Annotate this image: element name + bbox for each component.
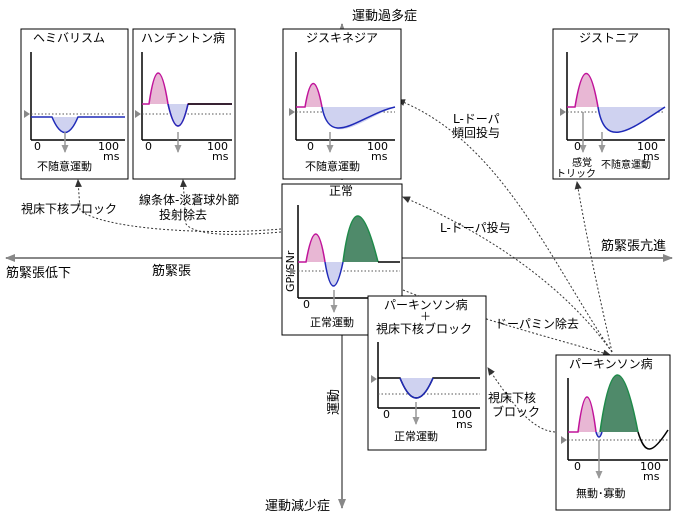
panel-title-3: 視床下核ブロック bbox=[376, 321, 472, 336]
panel-title: ハンチントン病 bbox=[141, 30, 225, 45]
movement-label: 正常運動 bbox=[310, 315, 354, 329]
panel-title-1: パーキンソン病 bbox=[384, 297, 468, 312]
inhibition-fill bbox=[322, 107, 395, 130]
label-dopamine: ドーパミン除去 bbox=[495, 316, 579, 331]
movement-label: 不随意運動 bbox=[305, 159, 360, 173]
tick-0: 0 bbox=[34, 140, 41, 153]
movement-label: 無動･寡動 bbox=[576, 486, 626, 500]
panel-dystonia: ジストニア 0 100 ms 感覚 トリック 不随意運動 bbox=[552, 28, 670, 180]
sensory-label: 感覚 bbox=[572, 156, 592, 169]
unit: ms bbox=[643, 470, 660, 483]
arrow-ldopa-dystonia bbox=[574, 181, 613, 353]
panel-title: 正常 bbox=[329, 184, 353, 198]
arrow-stn-block bbox=[74, 179, 282, 232]
arrow-ldopa bbox=[402, 196, 613, 353]
axis-label-right: 筋緊張亢進 bbox=[601, 238, 666, 254]
tick-0: 0 bbox=[574, 460, 581, 473]
excitation-fill-late bbox=[343, 216, 378, 262]
dotted-arrows bbox=[74, 99, 613, 433]
label-stn-block: 視床下核ブロック bbox=[21, 201, 117, 216]
label-ldopa: L-ドーパ投与 bbox=[440, 220, 511, 235]
tick-100: 100 bbox=[451, 408, 472, 421]
movement-label: 正常運動 bbox=[394, 429, 438, 443]
inhibition-fill bbox=[598, 107, 665, 133]
tick-100: 100 bbox=[207, 140, 228, 153]
panel-parkinson: パーキンソン病 0 100 ms 無動･寡動 bbox=[555, 354, 671, 511]
tick-100: 100 bbox=[640, 460, 661, 473]
unit: ms bbox=[371, 150, 388, 163]
sensory-trick-label: トリック bbox=[556, 168, 596, 180]
panel-title-2: ＋ bbox=[420, 310, 431, 323]
label-stn-block2-1: 視床下核 bbox=[488, 390, 536, 405]
tick-0: 0 bbox=[303, 298, 310, 311]
tick-0: 0 bbox=[307, 140, 314, 153]
tick-100: 100 bbox=[367, 140, 388, 153]
arrow-stn-block2 bbox=[487, 367, 556, 433]
panel-title: パーキンソン病 bbox=[569, 356, 653, 371]
unit: ms bbox=[212, 150, 229, 163]
tick-0: 0 bbox=[145, 140, 152, 153]
tick-0: 0 bbox=[574, 140, 581, 153]
panel-dyskinesia: ジスキネジア 0 100 ms 不随意運動 bbox=[282, 28, 402, 180]
panel-parkinson-stn-block: パーキンソン病 ＋ 視床下核ブロック 0 100 ms 正常運動 bbox=[367, 295, 487, 451]
panel-hemiballism: ヘミバリスム 0 100 ms 不随意運動 bbox=[20, 28, 129, 180]
firing-trace bbox=[567, 72, 599, 108]
arrow-pallido bbox=[179, 179, 282, 235]
firing-trace bbox=[296, 83, 323, 108]
arrow-ldopa-freq bbox=[397, 99, 613, 353]
tick-100: 100 bbox=[637, 140, 658, 153]
movement-label: 不随意運動 bbox=[37, 159, 92, 173]
excitation-fill-late bbox=[600, 375, 638, 432]
panel-title: ジスキネジア bbox=[306, 31, 378, 45]
label-ldopa-freq-2: 頻回投与 bbox=[452, 125, 500, 140]
label-pallido-1: 線条体-淡蒼球外節 bbox=[139, 192, 239, 207]
axis-label-vertical: 運動 bbox=[327, 389, 342, 415]
label-stn-block2-2: ブロック bbox=[492, 404, 540, 419]
axis-label-top: 運動過多症 bbox=[352, 8, 417, 24]
unit: ms bbox=[456, 418, 473, 431]
label-pallido-2: 投射除去 bbox=[159, 207, 207, 222]
unit: ms bbox=[643, 150, 660, 163]
label-ldopa-freq-1: L-ドーパ bbox=[453, 112, 500, 126]
panel-title: ヘミバリスム bbox=[33, 31, 105, 45]
panel-huntington: ハンチントン病 0 100 ms bbox=[132, 28, 236, 180]
arrow-dopamine bbox=[402, 289, 611, 357]
axis-label-horizontal: 筋緊張 bbox=[152, 263, 191, 279]
axis-label-bottom: 運動減少症 bbox=[265, 498, 330, 514]
tick-0: 0 bbox=[383, 408, 390, 421]
movement-label: 不随意運動 bbox=[601, 158, 651, 171]
unit: ms bbox=[103, 150, 120, 163]
axis-label-left: 筋緊張低下 bbox=[6, 265, 71, 281]
panel-title: ジストニア bbox=[579, 31, 639, 45]
tick-100: 100 bbox=[98, 140, 119, 153]
